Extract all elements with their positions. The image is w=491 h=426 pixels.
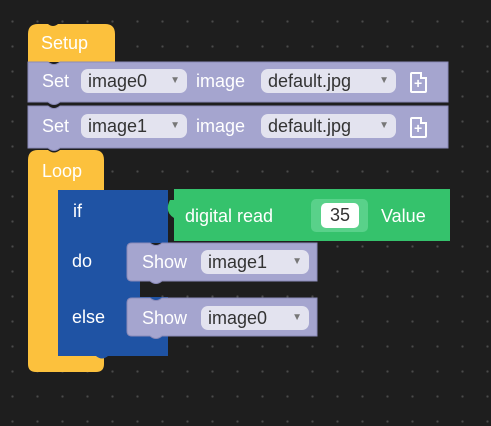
chevron-down-icon: ▼	[379, 120, 389, 131]
if-label: if	[73, 201, 82, 221]
show-target-value: image1	[208, 252, 268, 272]
set-row-1-file-value: default.jpg	[268, 116, 352, 136]
loop-block-shape[interactable]	[28, 150, 104, 372]
value-label: Value	[381, 206, 426, 226]
file-plus-icon[interactable]: +	[410, 72, 427, 93]
pin-socket-tab	[307, 205, 311, 222]
set-row-0-label: Set	[42, 71, 70, 91]
set-row-0-variable-value: image0	[88, 71, 148, 91]
chevron-down-icon: ▼	[292, 312, 302, 323]
setup-block-shape[interactable]	[28, 24, 115, 62]
show-target-dropdown[interactable]: image1 ▼	[201, 250, 309, 274]
digital-read-label: digital read	[185, 206, 274, 226]
chevron-down-icon: ▼	[292, 256, 302, 267]
chevron-down-icon: ▼	[170, 120, 180, 131]
show-label: Show	[142, 252, 188, 272]
set-row-0-variable-dropdown[interactable]: image0 ▼	[81, 69, 187, 93]
loop-label: Loop	[42, 161, 83, 181]
set-row-1-variable-value: image1	[88, 116, 148, 136]
set-row-1-type-label: image	[196, 116, 246, 136]
set-row-1-variable-dropdown[interactable]: image1 ▼	[81, 114, 187, 138]
chevron-down-icon: ▼	[170, 75, 180, 86]
set-row-1-label: Set	[42, 116, 70, 136]
show-target-value: image0	[208, 308, 268, 328]
do-label: do	[72, 251, 93, 271]
set-row-1-file-dropdown[interactable]: default.jpg ▼	[261, 114, 396, 138]
show-label: Show	[142, 308, 188, 328]
else-label: else	[72, 307, 106, 327]
file-plus-icon[interactable]: +	[410, 117, 427, 138]
pin-number-field[interactable]: 35	[321, 203, 359, 228]
chevron-down-icon: ▼	[379, 75, 389, 86]
set-row-0-type-label: image	[196, 71, 246, 91]
show-target-dropdown[interactable]: image0 ▼	[201, 306, 309, 330]
set-row-0-file-dropdown[interactable]: default.jpg ▼	[261, 69, 396, 93]
setup-label: Setup	[41, 33, 89, 53]
set-row-0-file-value: default.jpg	[268, 71, 352, 91]
